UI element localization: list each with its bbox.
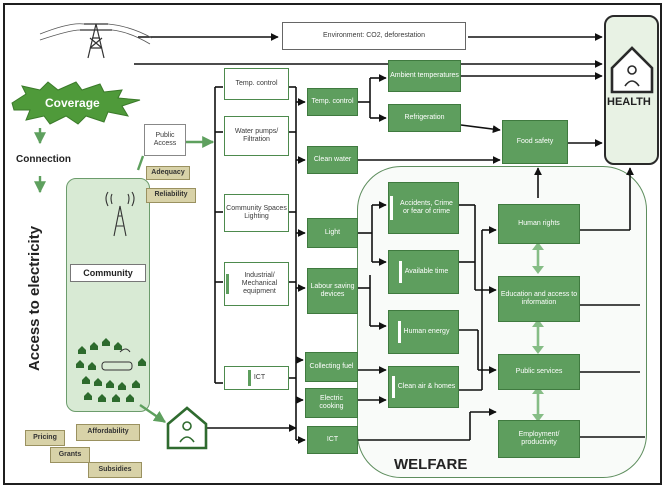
diagram-frame	[3, 3, 662, 485]
connection-label: Connection	[16, 154, 71, 165]
coverage-label: Coverage	[45, 96, 100, 110]
indicator-bar	[398, 261, 402, 283]
health-label: HEALTH	[607, 96, 651, 108]
village-icon	[76, 338, 146, 402]
indicator-bar	[390, 196, 393, 220]
service-labour-saving: Labour saving devices	[307, 268, 358, 314]
service-ict: ICT	[307, 426, 358, 454]
service-electric-cooking: Electric cooking	[305, 388, 358, 418]
service-light: Light	[307, 218, 358, 248]
home-icon	[166, 406, 208, 450]
access-to-electricity-label: Access to electricity	[26, 225, 44, 372]
environment-box: Environment: CO2, deforestation	[282, 22, 466, 50]
subsidies-box: Subsidies	[88, 462, 142, 478]
affordability-box: Affordability	[76, 424, 140, 441]
use-water-pumps: Water pumps/ Filtration	[224, 116, 289, 156]
outcome-human-energy-label: Human energy	[403, 327, 450, 335]
power-tower-icon	[39, 23, 153, 59]
outcome-refrigeration: Refrigeration	[388, 104, 461, 132]
health-home-icon	[610, 46, 654, 94]
outcome-available-time: Available time	[388, 250, 459, 294]
welfare-label: WELFARE	[394, 456, 468, 473]
outcome-human-energy: Human energy	[388, 310, 459, 354]
use-community-spaces: Community Spaces Lighting	[224, 194, 289, 232]
service-clean-water: Clean water	[307, 146, 358, 174]
adequacy-box: Adequacy	[146, 166, 190, 180]
outcome-clean-air: Clean air & homes	[388, 366, 459, 408]
grants-box: Grants	[50, 447, 90, 463]
radio-tower-icon	[105, 191, 135, 237]
use-temp-control: Temp. control	[224, 68, 289, 100]
welfare-human-rights: Human rights	[498, 204, 580, 244]
reliability-box: Reliability	[146, 188, 196, 203]
welfare-employment: Employment/ productivity	[498, 420, 580, 458]
outcome-accidents-label: Accidents, Crime or fear of crime	[400, 199, 453, 215]
welfare-education: Education and access to information	[498, 276, 580, 322]
welfare-public-services: Public services	[498, 354, 580, 390]
use-industrial-label: Industrial/ Mechanical equipment	[241, 271, 278, 296]
indicator-bar	[391, 376, 395, 398]
community-box: Community	[70, 264, 146, 282]
use-ict-label: ICT	[253, 373, 266, 381]
pricing-box: Pricing	[25, 430, 65, 446]
use-ict: ICT	[224, 366, 289, 390]
outcome-accidents: Accidents, Crime or fear of crime	[388, 182, 459, 234]
indicator-bar	[397, 321, 401, 343]
indicator-bar	[247, 370, 251, 386]
indicator-bar	[226, 274, 229, 294]
outcome-ambient-temperatures: Ambient temperatures	[388, 60, 461, 92]
coverage-burst	[11, 81, 141, 125]
community-panel	[66, 178, 150, 412]
outcome-available-time-label: Available time	[404, 267, 449, 275]
use-industrial: Industrial/ Mechanical equipment	[224, 262, 289, 306]
public-access-box: Public Access	[144, 124, 186, 156]
service-temp-control: Temp. control	[307, 88, 358, 116]
service-collecting-fuel: Collecting fuel	[305, 352, 358, 382]
outcome-food-safety: Food safety	[502, 120, 568, 164]
outcome-clean-air-label: Clean air & homes	[397, 382, 456, 390]
